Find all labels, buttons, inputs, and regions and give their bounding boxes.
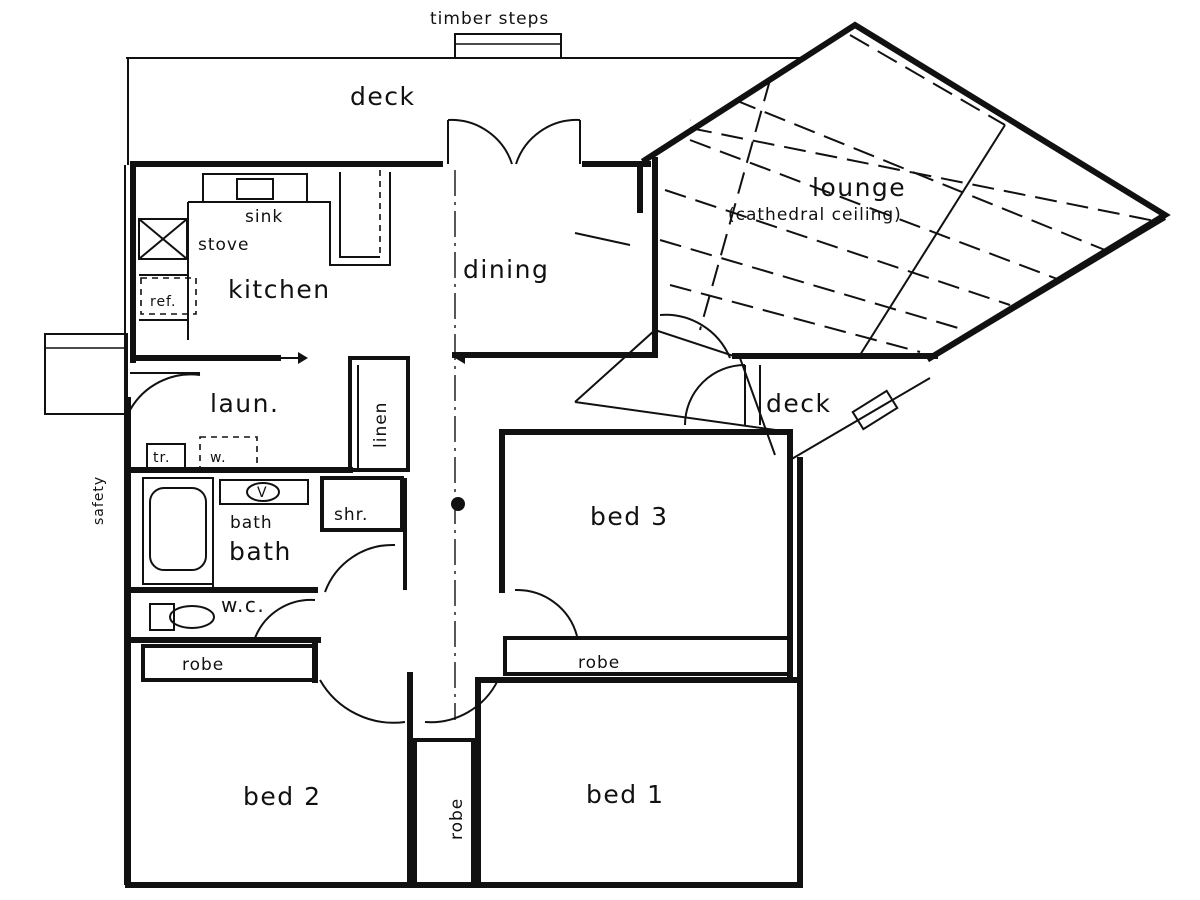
label-vanity: V (257, 485, 268, 501)
side-steps (44, 333, 128, 415)
label-kitchen: kitchen (228, 275, 331, 304)
label-sink: sink (245, 207, 283, 227)
label-safety: safety (91, 476, 107, 525)
bed2-walls (141, 637, 475, 888)
label-deck-top: deck (350, 82, 415, 111)
french-doors (447, 118, 581, 165)
label-robe-bed3: robe (578, 653, 620, 673)
label-deck-side: deck (766, 389, 831, 418)
lounge-ceiling-beams (659, 34, 1106, 356)
label-towel-rail: tr. (153, 450, 170, 466)
label-washer: w. (210, 450, 227, 466)
kitchen-fittings (138, 170, 391, 340)
label-bath: bath (229, 537, 292, 566)
label-stove: stove (198, 235, 249, 255)
laundry-walls (127, 356, 410, 473)
label-shower: shr. (334, 505, 368, 525)
lounge-front-wall (652, 157, 1167, 359)
timber-steps (454, 33, 562, 59)
bed1-walls (424, 677, 803, 888)
hall-markers (200, 352, 465, 511)
label-laundry: laun. (210, 389, 279, 418)
label-robe-bed2: robe (182, 655, 224, 675)
bathroom-fittings (127, 476, 407, 593)
side-deck (574, 313, 931, 461)
label-bed1: bed 1 (586, 780, 664, 809)
label-lounge: lounge (812, 173, 906, 202)
label-robe-hall: robe (447, 798, 467, 840)
bed3-walls (499, 429, 801, 683)
label-wc: w.c. (221, 593, 265, 617)
label-dining: dining (463, 255, 549, 284)
label-linen: linen (371, 402, 391, 448)
label-bed3: bed 3 (590, 502, 668, 531)
deck-outline (126, 57, 800, 165)
label-timber-steps: timber steps (430, 9, 549, 29)
label-lounge-note: (cathedral ceiling) (728, 205, 902, 225)
label-bath-small: bath (230, 513, 273, 533)
label-ref: ref. (150, 294, 176, 310)
label-bed2: bed 2 (243, 782, 321, 811)
wc-fittings (127, 598, 321, 643)
